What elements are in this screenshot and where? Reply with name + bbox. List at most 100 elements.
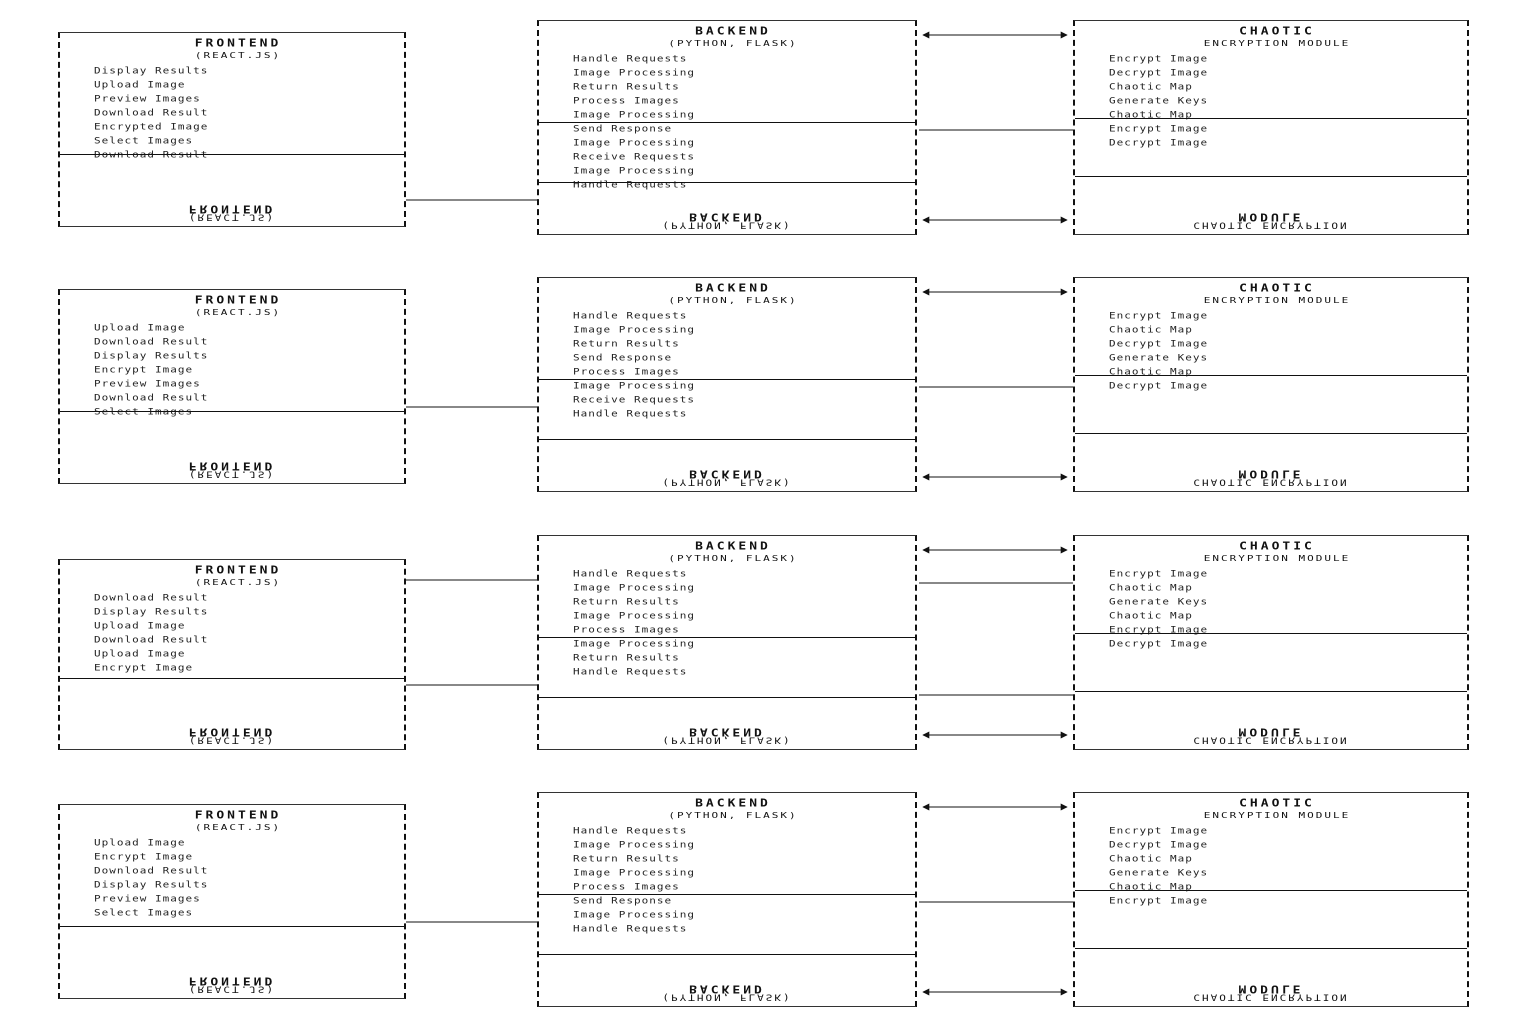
frontend-divider: [60, 154, 404, 155]
chaotic-module-item-list: Encrypt ImageDecrypt ImageChaotic MapGen…: [1109, 824, 1445, 908]
list-item: Encrypted Image: [94, 121, 382, 132]
list-item: Process Images: [573, 366, 893, 377]
chaotic-module-divider: [1075, 691, 1467, 692]
frontend-subtitle: (REACT.JS): [194, 577, 282, 588]
frontend-footer: (REACT.JS)FRONTEND: [60, 726, 404, 746]
list-item: Upload Image: [94, 322, 382, 333]
backend-footer: (PYTHON, FLASK)BACKEND: [539, 210, 915, 231]
list-item: Image Processing: [573, 137, 893, 148]
list-item: Decrypt Image: [1109, 638, 1445, 649]
list-item: Image Processing: [573, 324, 893, 335]
list-item: Handle Requests: [573, 53, 893, 64]
frontend-subtitle: (REACT.JS): [194, 50, 282, 61]
backend-divider: [539, 182, 915, 183]
list-item: Encrypt Image: [94, 851, 382, 862]
backend-divider: [539, 439, 915, 440]
frontend-footer-title: FRONTEND: [188, 974, 276, 987]
list-item: Download Result: [94, 865, 382, 876]
list-item: Chaotic Map: [1109, 610, 1445, 621]
list-item: Send Response: [573, 123, 893, 134]
list-item: Download Result: [94, 336, 382, 347]
backend-footer-title: BACKEND: [689, 467, 765, 480]
frontend-footer-title: FRONTEND: [188, 459, 276, 472]
frontend-title: FRONTEND: [194, 294, 282, 307]
list-item: Process Images: [573, 624, 893, 635]
list-item: Generate Keys: [1109, 867, 1445, 878]
list-item: Handle Requests: [573, 923, 893, 934]
list-item: Return Results: [573, 338, 893, 349]
backend-footer-title: BACKEND: [689, 210, 765, 223]
backend-footer: (PYTHON, FLASK)BACKEND: [539, 982, 915, 1003]
backend-footer: (PYTHON, FLASK)BACKEND: [539, 726, 915, 746]
list-item: Decrypt Image: [1109, 839, 1445, 850]
list-item: Image Processing: [573, 380, 893, 391]
list-item: Image Processing: [573, 165, 893, 176]
list-item: Generate Keys: [1109, 95, 1445, 106]
list-item: Download Result: [94, 592, 382, 603]
list-item: Receive Requests: [573, 394, 893, 405]
frontend-box: FRONTEND(REACT.JS)Upload ImageDownload R…: [58, 289, 406, 484]
backend-subtitle: (PYTHON, FLASK): [668, 38, 798, 49]
list-item: Return Results: [573, 853, 893, 864]
chaotic-module-footer-title: MODULE: [1238, 467, 1304, 480]
list-item: Chaotic Map: [1109, 881, 1445, 892]
backend-item-list: Handle RequestsImage ProcessingReturn Re…: [573, 567, 893, 679]
chaotic-module-subtitle: ENCRYPTION MODULE: [1203, 553, 1351, 564]
chaotic-module-item-list: Encrypt ImageChaotic MapDecrypt ImageGen…: [1109, 309, 1445, 393]
list-item: Upload Image: [94, 648, 382, 659]
list-item: Download Result: [94, 107, 382, 118]
chaotic-module-title: CHAOTIC: [1239, 540, 1315, 553]
list-item: Image Processing: [573, 909, 893, 920]
list-item: Chaotic Map: [1109, 109, 1445, 120]
chaotic-module-divider: [1075, 633, 1467, 634]
list-item: Encrypt Image: [1109, 123, 1445, 134]
list-item: Receive Requests: [573, 151, 893, 162]
list-item: Preview Images: [94, 378, 382, 389]
list-item: Image Processing: [573, 638, 893, 649]
list-item: Encrypt Image: [1109, 624, 1445, 635]
frontend-divider: [60, 926, 404, 927]
chaotic-module-subtitle: ENCRYPTION MODULE: [1203, 810, 1351, 821]
backend-footer-title: BACKEND: [689, 982, 765, 995]
frontend-subtitle: (REACT.JS): [194, 307, 282, 318]
list-item: Select Images: [94, 907, 382, 918]
frontend-box: FRONTEND(REACT.JS)Download ResultDisplay…: [58, 559, 406, 750]
list-item: Chaotic Map: [1109, 853, 1445, 864]
frontend-box: FRONTEND(REACT.JS)Display ResultsUpload …: [58, 32, 406, 227]
backend-divider: [539, 379, 915, 380]
list-item: Image Processing: [573, 109, 893, 120]
list-item: Chaotic Map: [1109, 582, 1445, 593]
list-item: Return Results: [573, 596, 893, 607]
list-item: Image Processing: [573, 67, 893, 78]
list-item: Upload Image: [94, 837, 382, 848]
frontend-footer-title: FRONTEND: [188, 202, 276, 215]
backend-divider: [539, 894, 915, 895]
backend-box: BACKEND(PYTHON, FLASK)Handle RequestsIma…: [537, 535, 917, 750]
list-item: Chaotic Map: [1109, 366, 1445, 377]
list-item: Encrypt Image: [1109, 825, 1445, 836]
list-item: Generate Keys: [1109, 596, 1445, 607]
backend-subtitle: (PYTHON, FLASK): [668, 810, 798, 821]
list-item: Handle Requests: [573, 666, 893, 677]
frontend-footer: (REACT.JS)FRONTEND: [60, 459, 404, 480]
list-item: Decrypt Image: [1109, 380, 1445, 391]
backend-box: BACKEND (PYTHON, FLASK) Handle RequestsIma…: [537, 20, 917, 235]
list-item: Encrypt Image: [94, 364, 382, 375]
backend-subtitle: (PYTHON, FLASK): [668, 295, 798, 306]
list-item: Image Processing: [573, 839, 893, 850]
backend-item-list: Handle RequestsImage ProcessingReturn Re…: [573, 824, 893, 936]
frontend-title: FRONTEND: [194, 564, 282, 577]
list-item: Return Results: [573, 81, 893, 92]
list-item: Send Response: [573, 352, 893, 363]
list-item: Return Results: [573, 652, 893, 663]
frontend-item-list: Upload ImageEncrypt ImageDownload Result…: [94, 836, 382, 920]
chaotic-module-item-list: Encrypt ImageChaotic MapGenerate KeysCha…: [1109, 567, 1445, 651]
list-item: Preview Images: [94, 93, 382, 104]
backend-box: BACKEND (PYTHON, FLASK) Handle RequestsIma…: [537, 277, 917, 492]
list-item: Display Results: [94, 350, 382, 361]
backend-item-list: Handle RequestsImage ProcessingReturn Re…: [573, 309, 893, 421]
